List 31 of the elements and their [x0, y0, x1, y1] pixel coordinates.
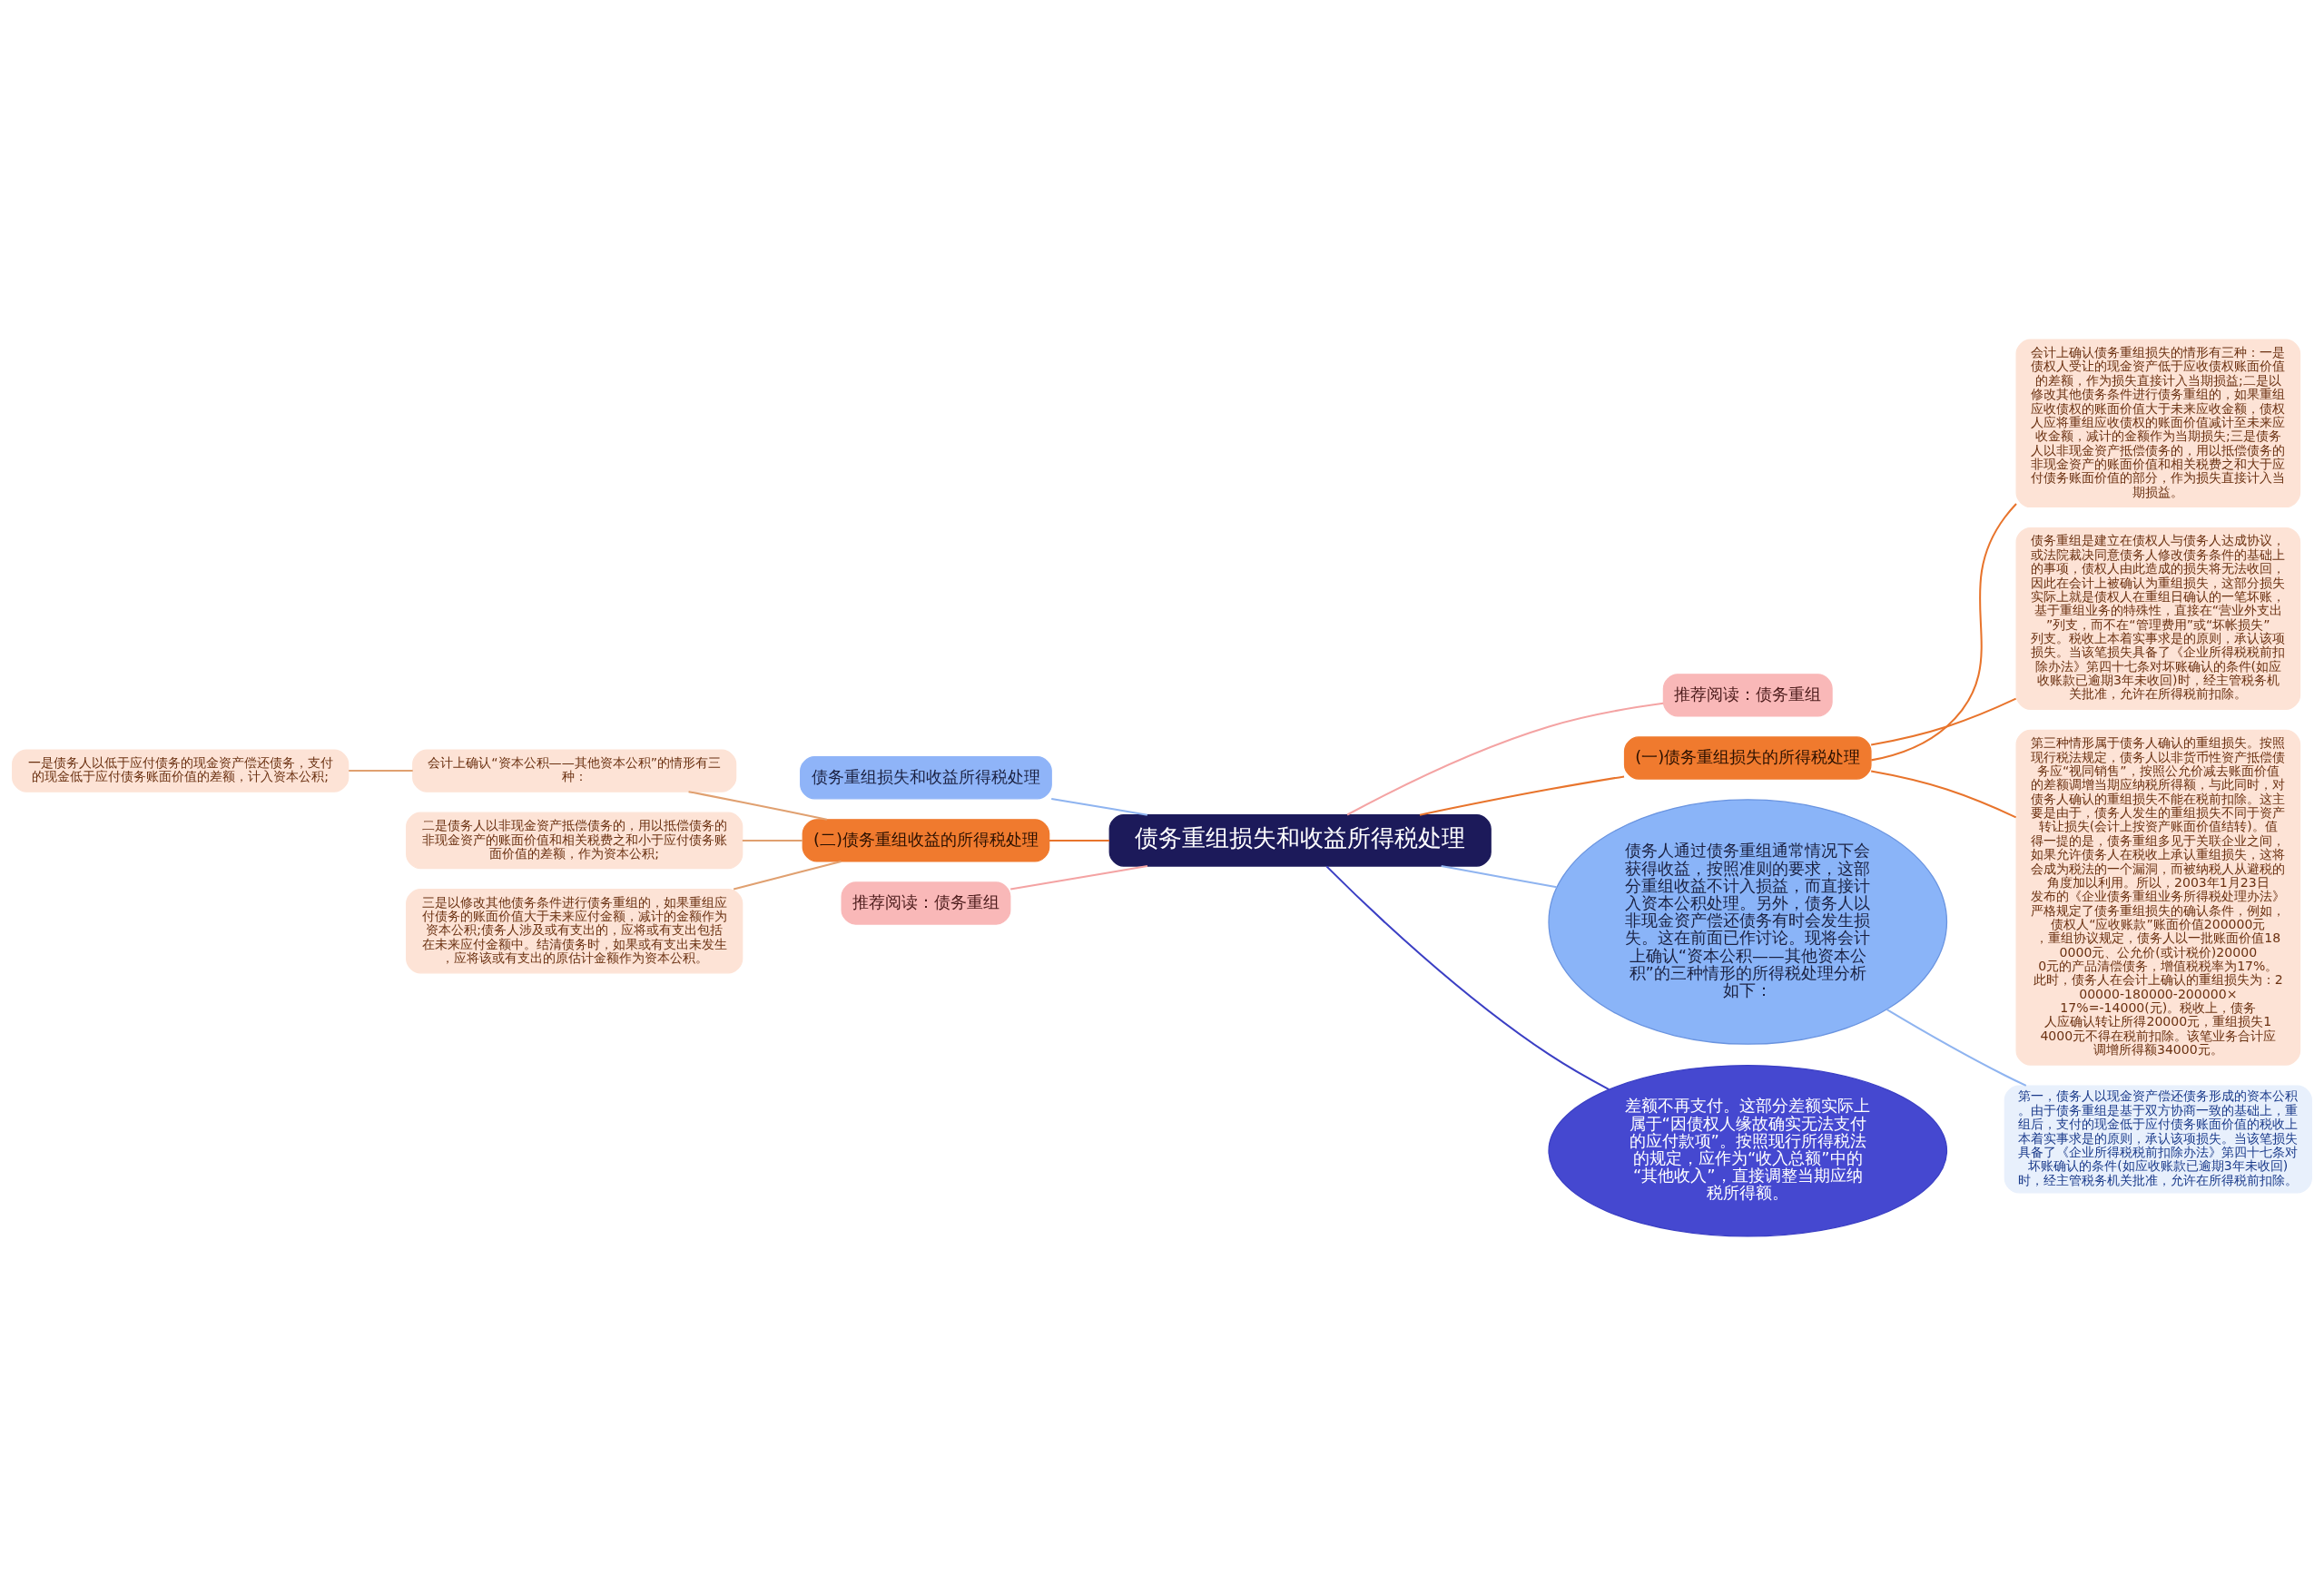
node-ellipse: 差额不再支付。这部分差额实际上属于“因债权人缘故确实无法支付的应付款项”。按照现行所得税法的规定，应作为“收入总额”中的“其他收入”，直接调整当期应纳税所得额。 — [1548, 1064, 1948, 1237]
node-box: 三是以修改其他债务条件进行债务重组的，如果重组应付债务的账面价值大于未来应付金额，减计的金额作为资本公积;债务人涉及或有支出的，应将或有支出包括在未来应付金额中。结清债务时，如果或有支出未发生，应将该或有支出的原估计金额作为资本公积。 — [406, 888, 743, 973]
connector — [742, 839, 803, 842]
connector — [1871, 502, 2017, 761]
connector — [349, 769, 413, 772]
node-box: 债务重组损失和收益所得税处理 — [800, 755, 1052, 799]
node-box: 推荐阅读：债务重组 — [841, 881, 1011, 925]
node-box: 会计上确认“资本公积——其他资本公积”的情形有三种： — [412, 748, 737, 792]
node-ellipse: 债务人通过债务重组通常情况下会获得收益，按照准则的要求，这部分重组收益不计入损益，而直接计入资本公积处理。另外，债务人以非现金资产偿还债务有时会发生损失。这在前面已作讨论。现将会计上确认“资本公积——其他资本公积”的三种情形的所得税处理分析如下： — [1548, 798, 1948, 1045]
connector — [1441, 864, 1557, 888]
connector — [1051, 797, 1147, 816]
connector — [1870, 770, 2017, 818]
connector — [1049, 839, 1109, 842]
node-box: 第三种情形属于债务人确认的重组损失。按照现行税法规定，债务人以非货币性资产抵偿债务应“视同销售”，按照公允价减去账面价值的差额调增当期应纳税所得额，与此同时，对债务人确认的重组损失不能在税前扣除。这主要是由于，债务人发生的重组损失不同于资产转让损失(会计上按资产账面价值结转)。值得一提的是，债务重组多见于关联企业之间，如果允许债务人在税收上承认重组损失，这将会成为税法的一个漏洞，而被纳税人从避税的角度加以利用。所以，2003年1月23日发布的《企业债务重组业务所得税处理办法》严格规定了债务重组损失的确认条件，例如，债权人“应收账款”账面价值200000元，重组协议规定，债务人以一批账面价值180000元、公允价(或计税价)200000元的产品清偿债务，增值税税率为17%。此时，债务人在会计上确认的重组损失为：200000-180000-200000×17%=-14000(元)。税收上，债务人应确认转让所得20000元，重组损失14000元不得在税前扣除。该笔业务合计应调增所得额34000元。 — [2015, 729, 2301, 1066]
node-box: 推荐阅读：债务重组 — [1662, 673, 1833, 717]
node-box: 第一，债务人以现金资产偿还债务形成的资本公积。由于债务重组是基于双方协商一致的基础上，重组后，支付的现金低于应付债务账面价值的税收上本着实事求是的原则，承认该项损失。当该笔损失具备了《企业所得税税前扣除办法》第四十七条对坏账确认的条件(如应收账款已逾期3年未收回)时，经主管税务机关批准，允许在所得税前扣除。 — [2004, 1084, 2312, 1193]
connector — [1870, 697, 2017, 745]
connector — [688, 790, 827, 821]
connector — [733, 860, 842, 891]
connector — [1325, 865, 1610, 1090]
node-box: 债务重组是建立在债权人与债务人达成协议，或法院裁决同意债务人修改债务条件的基础上的事项，债权人由此造成的损失将无法收回，因此在会计上被确认为重组损失，这部分损失实际上就是债权人在重组日确认的一笔坏账，基于重组业务的特殊性，直接在“营业外支出”列支，而不在“管理费用”或“坏帐损失”列支。税收上本着实事求是的原则，承认该项损失。当该笔损失具备了《企业所得税税前扣除办法》第四十七条对坏账确认的条件(如应收账款已逾期3年未收回)时，经主管税务机关批准，允许在所得税前扣除。 — [2015, 527, 2301, 710]
connector — [1419, 774, 1625, 816]
node-box: (一)债务重组损失的所得税处理 — [1623, 735, 1872, 780]
node-box: 一是债务人以低于应付债务的现金资产偿还债务，支付的现金低于应付债务账面价值的差额，计入资本公积; — [12, 748, 350, 792]
node-box: (二)债务重组收益的所得税处理 — [802, 818, 1050, 862]
node-box: 会计上确认债务重组损失的情形有三种：一是债权人受让的现金资产低于应收债权账面价值的差额，作为损失直接计入当期损益;二是以修改其他债务条件进行债务重组的，如果重组应收债权的账面价值大于未来应收金额，债权人应将重组应收债权的账面价值减计至未来应收金额，减计的金额作为当期损失;三是债务人以非现金资产抵偿债务的，用以抵偿债务的非现金资产的账面价值和相关税费之和大于应付债务账面价值的部分，作为损失直接计入当期损益。 — [2015, 339, 2301, 507]
node-box: 二是债务人以非现金资产抵偿债务的，用以抵偿债务的非现金资产的账面价值和相关税费之和小于应付债务账面价值的差额，作为资本公积; — [406, 812, 743, 869]
node-box: 债务重组损失和收益所得税处理 — [1108, 813, 1492, 867]
connector — [1886, 1008, 2027, 1087]
connector — [1010, 864, 1148, 891]
connector — [1346, 702, 1664, 815]
